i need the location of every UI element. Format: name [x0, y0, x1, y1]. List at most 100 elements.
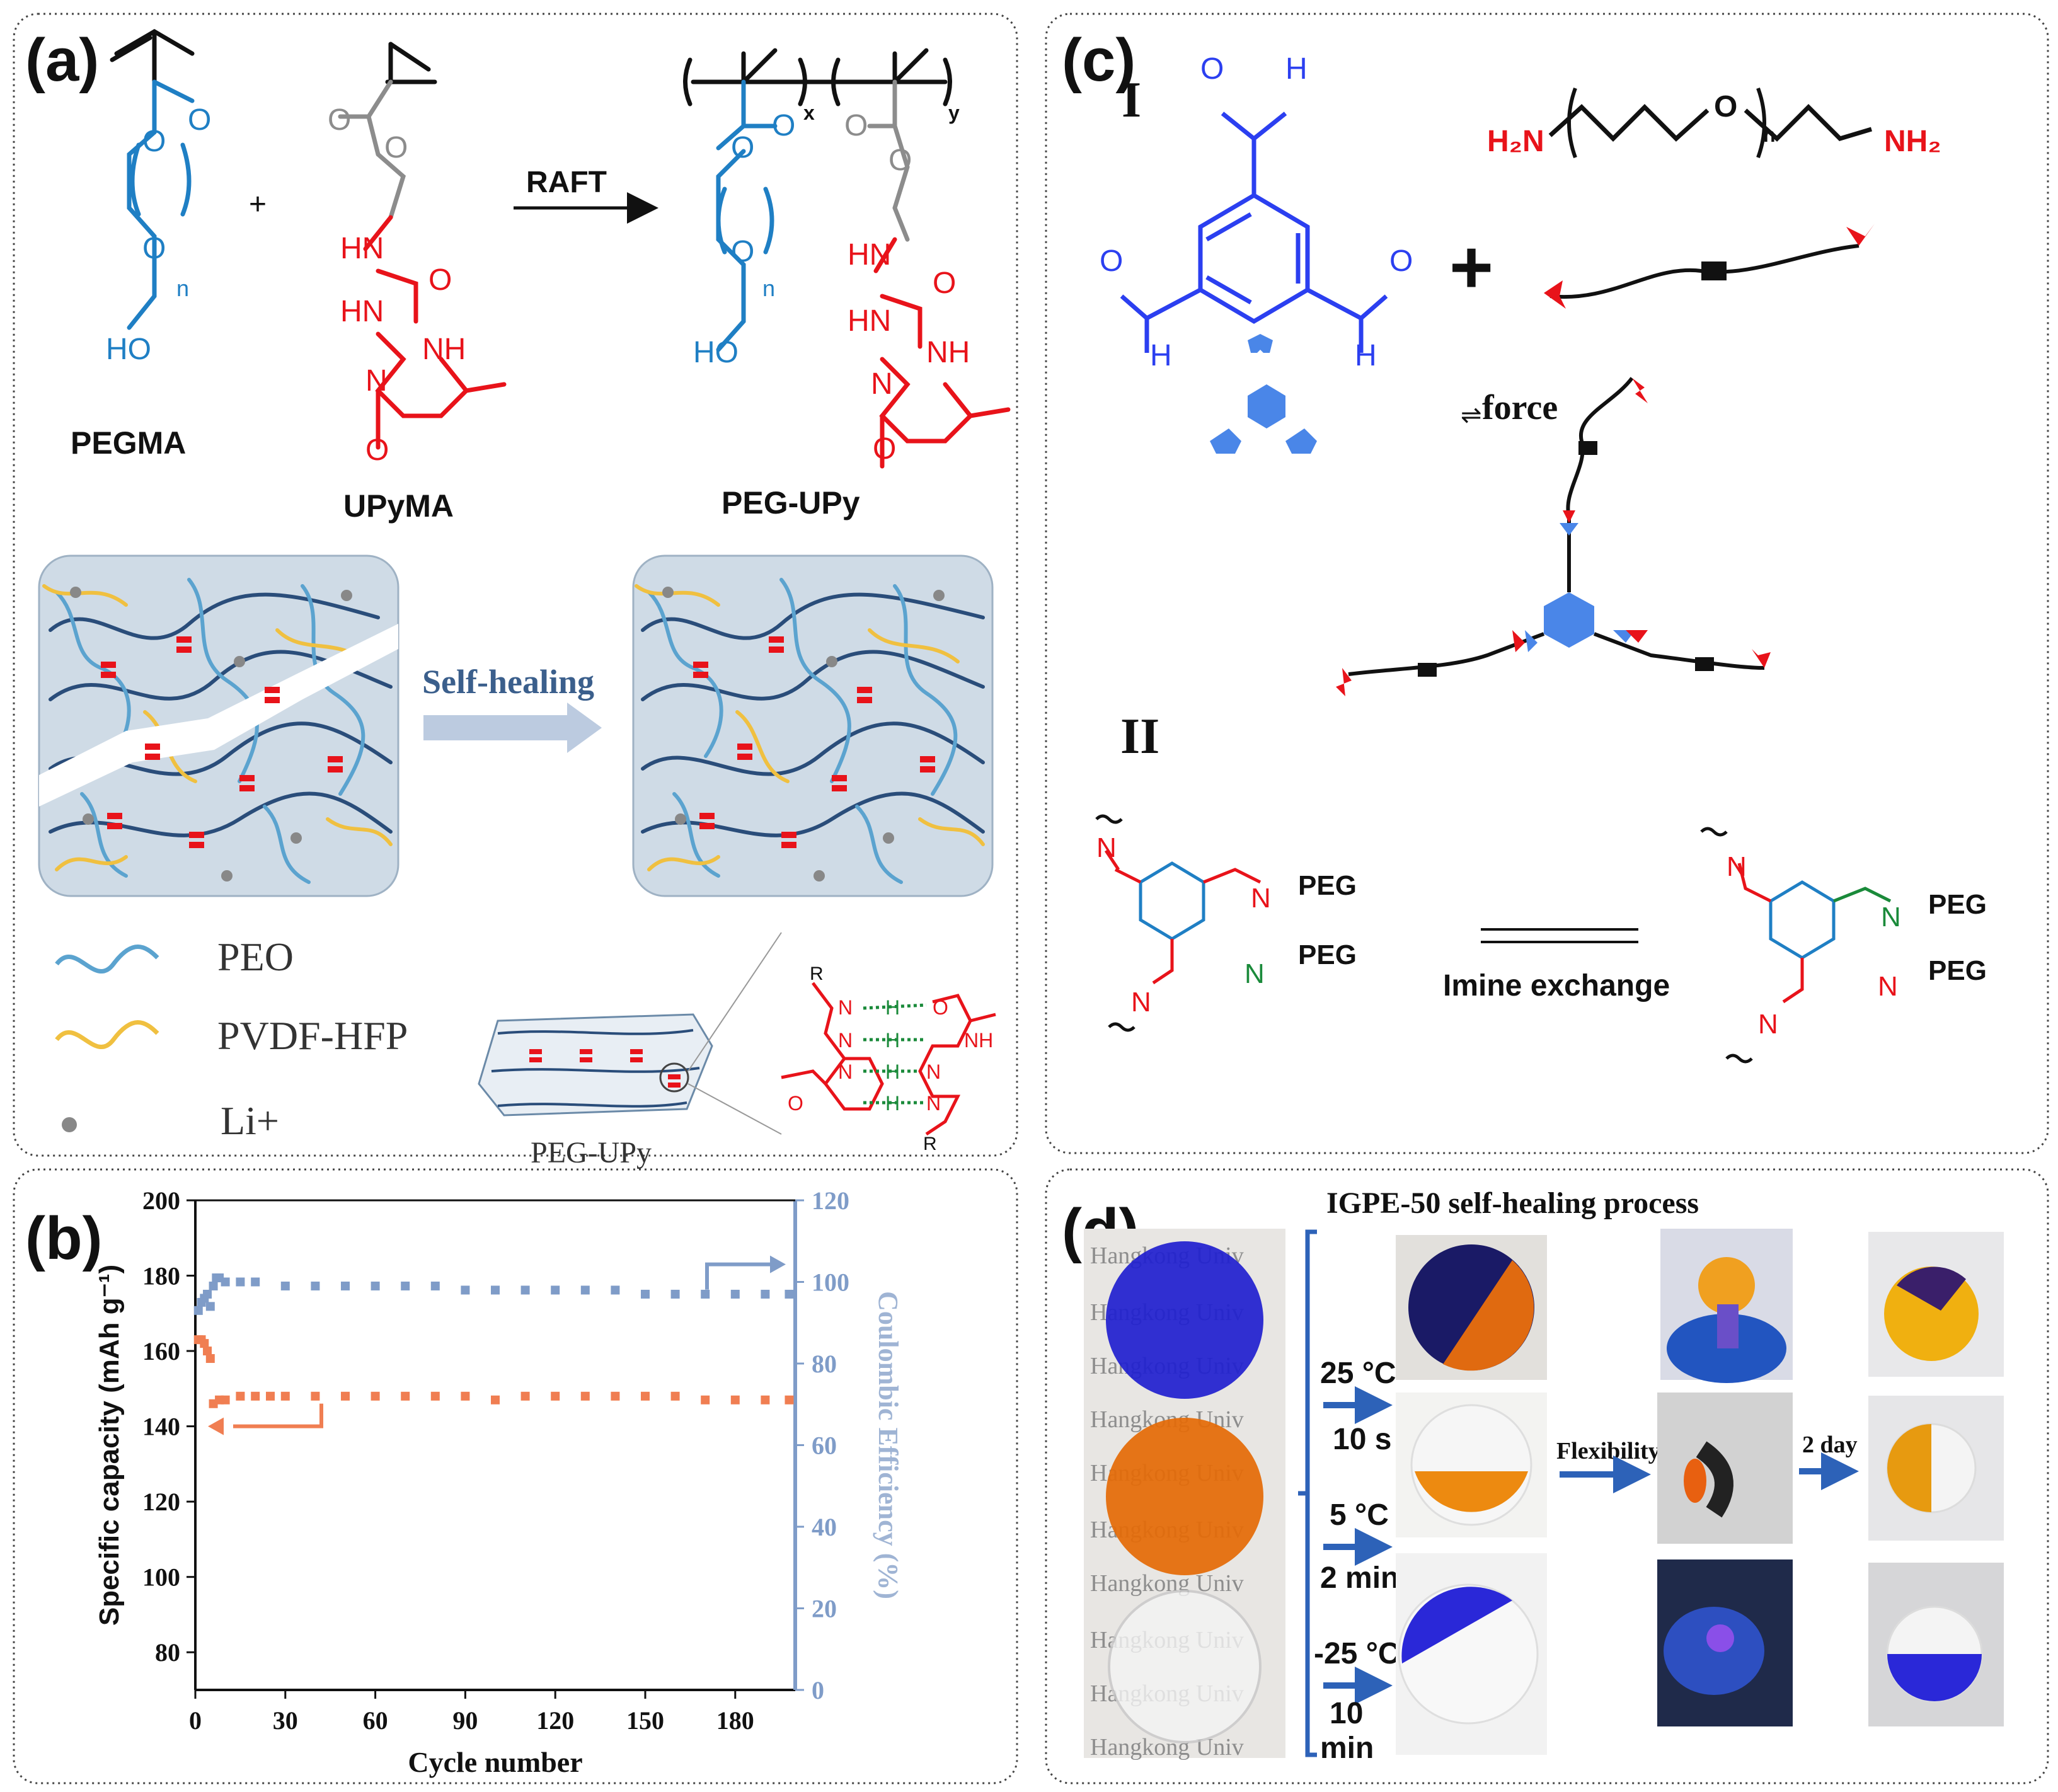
dimer-h1: H	[885, 996, 900, 1019]
panel-b-label: (b)	[25, 1205, 103, 1272]
efficiency-point	[430, 1281, 440, 1290]
dimer-n2: N	[838, 1029, 853, 1052]
efficiency-point	[551, 1285, 560, 1295]
legend-peo-label: PEO	[217, 934, 294, 979]
peg-bracket-left	[1567, 87, 1577, 159]
y-tick-label: 200	[142, 1186, 180, 1215]
pegma-ho: HO	[106, 333, 151, 366]
upy-dimer	[781, 982, 996, 1136]
y-tick-label: 160	[142, 1337, 180, 1365]
legend-pvdf-label: PVDF-HFP	[217, 1013, 408, 1058]
efficiency-point	[311, 1281, 320, 1290]
capacity-point	[461, 1391, 470, 1401]
capacity-point	[205, 1354, 215, 1364]
imine-right-n4: N	[1758, 1009, 1778, 1040]
detail-label: PEG-UPy	[531, 1136, 652, 1169]
y2-tick-label: 0	[812, 1676, 824, 1704]
capacity-point	[785, 1395, 794, 1404]
star-network-icon	[1336, 377, 1771, 696]
panel-d-title: IGPE-50 self-healing process	[1326, 1186, 1699, 1220]
imine-right-n2: N	[1881, 902, 1901, 933]
product-y: y	[948, 101, 960, 124]
imine-exchange-label: Imine exchange	[1443, 969, 1670, 1002]
x-tick-label: 0	[189, 1706, 202, 1735]
legend-li-icon	[62, 1117, 77, 1132]
disc-orange	[1106, 1418, 1263, 1575]
y2-tick-label: 40	[812, 1513, 837, 1541]
dimer-nh: NH	[964, 1029, 993, 1052]
cond2-time: 2 min	[1320, 1561, 1399, 1595]
x-tick-label: 60	[363, 1706, 388, 1735]
product-o4: O	[844, 109, 868, 142]
panel-a: (a) O O O n HO PEGMA +	[25, 26, 1011, 1169]
peg-nh2: NH₂	[1884, 125, 1941, 158]
product-o7: O	[873, 432, 896, 466]
flexibility-label: Flexibility	[1556, 1438, 1660, 1464]
capacity-point	[251, 1391, 260, 1401]
linear-chain-icon	[1544, 224, 1875, 309]
peg-n: n	[1763, 123, 1776, 146]
cond1-temp: 25 °C	[1320, 1357, 1396, 1390]
imine-right	[1700, 827, 1892, 1064]
imine-right-peg1: PEG	[1928, 889, 1987, 920]
upyma-o4: O	[365, 434, 389, 467]
x-tick-label: 90	[452, 1706, 478, 1735]
capacity-point	[670, 1391, 680, 1401]
dimer-n1: N	[838, 996, 853, 1019]
capacity-point	[611, 1391, 620, 1401]
self-healing-arrow	[423, 703, 602, 753]
pegma-n: n	[176, 275, 189, 301]
capacity-point	[580, 1391, 590, 1401]
legend-li-label: Li+	[221, 1098, 279, 1143]
y-tick-label: 180	[142, 1262, 180, 1290]
imine-left-n4: N	[1131, 987, 1151, 1018]
peg-chain	[1548, 104, 1873, 142]
capacity-point	[730, 1395, 740, 1404]
capacity-point	[551, 1391, 560, 1401]
pegma-o3: O	[142, 232, 166, 265]
product-hn2: HN	[848, 304, 891, 338]
cond3-time: 10	[1330, 1697, 1363, 1730]
imine-left-n3: N	[1245, 958, 1265, 989]
panel-c: (c) I O H O H O H + H₂N O n NH₂	[1062, 26, 1987, 1064]
peg-bracket-right	[1756, 87, 1766, 159]
y-tick-label: 140	[142, 1413, 180, 1441]
peg-upy-structure	[683, 48, 1011, 469]
imine-right-peg2: PEG	[1928, 955, 1987, 986]
upyma-o3: O	[428, 263, 452, 297]
upyma-o2: O	[384, 131, 408, 164]
ald-h2: H	[1150, 339, 1172, 372]
dimer-n3: N	[838, 1060, 853, 1083]
y-tick-label: 100	[142, 1563, 180, 1592]
efficiency-point	[209, 1281, 218, 1290]
section-i-label: I	[1122, 72, 1141, 128]
upyma-hn1: HN	[340, 232, 384, 265]
bracket	[1298, 1229, 1317, 1757]
pegma-label: PEGMA	[71, 425, 186, 461]
dimer-h2: H	[885, 1029, 900, 1052]
network-after	[632, 554, 994, 897]
capacity-point	[520, 1391, 530, 1401]
efficiency-point	[221, 1277, 230, 1287]
capacity-point	[311, 1391, 320, 1401]
capacity-point	[641, 1391, 650, 1401]
imine-left	[1095, 814, 1262, 1032]
efficiency-point	[371, 1281, 380, 1290]
y-tick-label: 120	[142, 1488, 180, 1516]
self-healing-label: Self-healing	[422, 663, 594, 701]
capacity-point	[280, 1391, 290, 1401]
y2-tick-label: 60	[812, 1432, 837, 1460]
panel-c-label: (c)	[1062, 26, 1135, 94]
pegma-structure	[110, 28, 195, 330]
efficiency-point	[236, 1277, 245, 1287]
imine-left-n2: N	[1251, 883, 1271, 914]
capacity-point	[430, 1391, 440, 1401]
product-nh: NH	[926, 336, 970, 369]
legend-peo-icon	[55, 945, 159, 974]
equilibrium-icon: ⇌	[1461, 401, 1482, 429]
y-tick-label: 80	[155, 1638, 180, 1667]
product-o5: O	[888, 144, 912, 177]
upyma-o1: O	[328, 103, 351, 137]
dimer-o1: O	[933, 996, 948, 1019]
